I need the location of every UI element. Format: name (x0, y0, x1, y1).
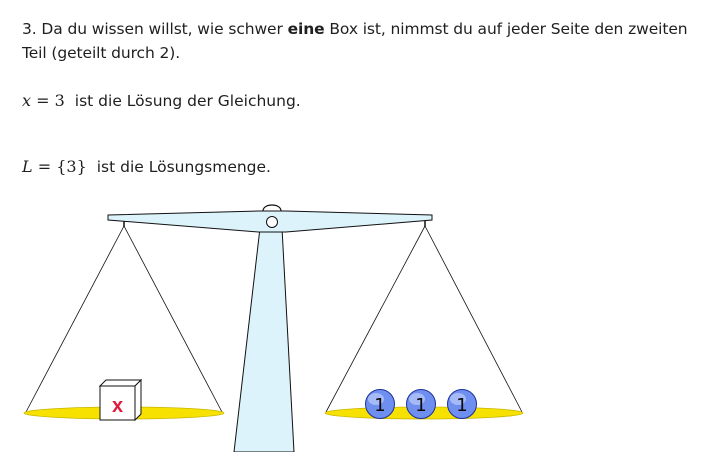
solution-variable: x (22, 91, 32, 110)
weight-2-label: 1 (415, 395, 426, 416)
right-string-inner (325, 225, 426, 413)
unknown-box: x (98, 378, 143, 422)
solution-set-equation: L = {3} (22, 157, 87, 176)
left-string-inner (123, 225, 223, 413)
solution-value: 3 (54, 91, 65, 110)
weight-3: 1 (447, 389, 477, 419)
weight-1: 1 (365, 389, 395, 419)
solution-set-text: ist die Lösungsmenge. (96, 158, 271, 176)
solution-set-line: L = {3} ist die Lösungsmenge. (22, 156, 271, 178)
task-text-before: Da du wissen willst, wie schwer (36, 20, 288, 38)
solution-set-symbol: L (22, 157, 33, 176)
task-text-after: Box ist, nimmst du auf jeder Seite den z… (22, 20, 688, 62)
task-number: 3. (22, 20, 37, 38)
solution-set-value: {3} (56, 157, 87, 176)
left-string-outer (25, 225, 125, 413)
weight-2: 1 (406, 389, 436, 419)
solution-equation: x = 3 (22, 91, 65, 110)
solution-text: ist die Lösung der Gleichung. (74, 92, 301, 110)
scale-pillar (233, 227, 295, 452)
task-step-text: 3. Da du wissen willst, wie schwer eine … (22, 17, 698, 65)
task-text-bold: eine (287, 20, 325, 38)
right-string-outer (424, 225, 523, 413)
pivot-icon (266, 216, 278, 228)
solution-line: x = 3 ist die Lösung der Gleichung. (22, 90, 301, 112)
solution-relation: = (31, 91, 55, 110)
beam-arch (262, 204, 282, 212)
box-label: x (112, 395, 123, 417)
weight-3-label: 1 (456, 395, 467, 416)
solution-set-relation: = (32, 157, 57, 176)
weight-1-label: 1 (374, 395, 385, 416)
